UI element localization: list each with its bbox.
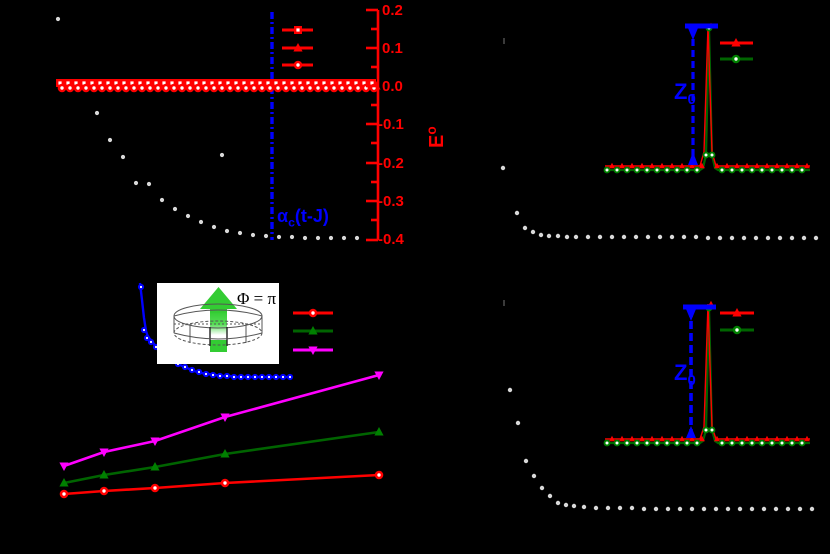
legend-top-left xyxy=(282,26,313,70)
z0-measure-arrow-tr xyxy=(685,23,718,165)
legend-marker-square xyxy=(294,26,302,34)
z0-subscript-tr: 0 xyxy=(687,91,696,109)
z0-symbol-tr: Z xyxy=(674,79,688,104)
y-axis-label-text: E xyxy=(425,134,448,148)
axis-tick--0.2: -0.2 xyxy=(378,155,404,172)
axis-right-tl xyxy=(366,8,380,242)
axis-tick--0.3: -0.3 xyxy=(378,193,404,210)
alpha-c-label: αc(t-J) xyxy=(277,206,329,229)
panel-top-left xyxy=(55,8,381,242)
axis-tick-0.2: 0.2 xyxy=(382,2,403,19)
series-white-dots-br xyxy=(507,387,815,512)
legend-marker-circle-green-br xyxy=(732,325,742,335)
flux-ring-inset: Φ = π xyxy=(157,283,279,364)
flux-ring-diagram xyxy=(173,287,263,352)
axis-tick-0.0: 0.0 xyxy=(382,78,403,95)
panel-bottom-left xyxy=(59,282,384,499)
ring-lattice xyxy=(173,303,263,346)
axis-tick--0.4: -0.4 xyxy=(378,231,404,248)
alpha-c-symbol: α xyxy=(277,206,289,226)
z0-label-top-right: Z0 xyxy=(674,79,696,108)
y-axis-label-superscript: o xyxy=(424,126,439,135)
panel-bottom-right xyxy=(507,300,815,512)
alpha-c-rest: (t-J) xyxy=(294,206,329,226)
series-white-dots-tl xyxy=(55,16,360,241)
legend-bottom-right xyxy=(720,308,754,335)
legend-marker-circle-green-tr xyxy=(731,54,741,64)
series-white-dots-tr xyxy=(500,165,819,241)
z0-subscript-br: 0 xyxy=(687,372,696,390)
axis-tick--0.1: -0.1 xyxy=(378,116,404,133)
stray-marks xyxy=(503,38,505,306)
legend-marker-circle xyxy=(293,60,303,70)
axis-tick-0.1: 0.1 xyxy=(382,40,403,57)
flux-arrow-icon xyxy=(200,287,237,352)
flux-phase-label: Φ = π xyxy=(237,289,277,308)
z0-label-bottom-right: Z0 xyxy=(674,360,696,389)
legend-bottom-left xyxy=(293,308,333,355)
magenta-line xyxy=(63,373,380,468)
z0-symbol-br: Z xyxy=(674,360,688,385)
legend-top-right xyxy=(720,38,753,64)
panel-top-right xyxy=(500,22,819,241)
legend-marker-circle-red xyxy=(308,308,318,318)
z0-measure-arrow-br xyxy=(683,304,716,438)
alpha-c-subscript: c xyxy=(288,215,295,230)
